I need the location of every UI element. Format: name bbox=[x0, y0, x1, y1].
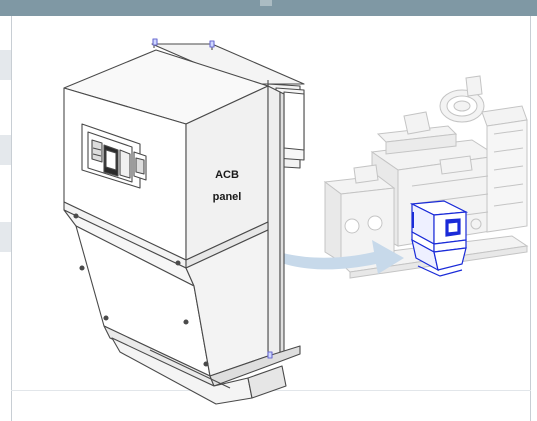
left-frame-line bbox=[11, 16, 12, 421]
acb-panel-illustration bbox=[63, 38, 305, 405]
side-tab-1 bbox=[0, 50, 11, 80]
right-frame-line bbox=[530, 16, 531, 421]
header-bar bbox=[0, 0, 537, 16]
callout-line-2: panel bbox=[213, 191, 242, 203]
side-tab-2 bbox=[0, 135, 11, 165]
highlighted-acb-panel bbox=[409, 200, 469, 277]
side-tab-3 bbox=[0, 222, 11, 252]
header-notch bbox=[260, 0, 272, 6]
curved-arrow-icon bbox=[236, 226, 404, 274]
callout-line-1: ACB bbox=[215, 169, 239, 181]
